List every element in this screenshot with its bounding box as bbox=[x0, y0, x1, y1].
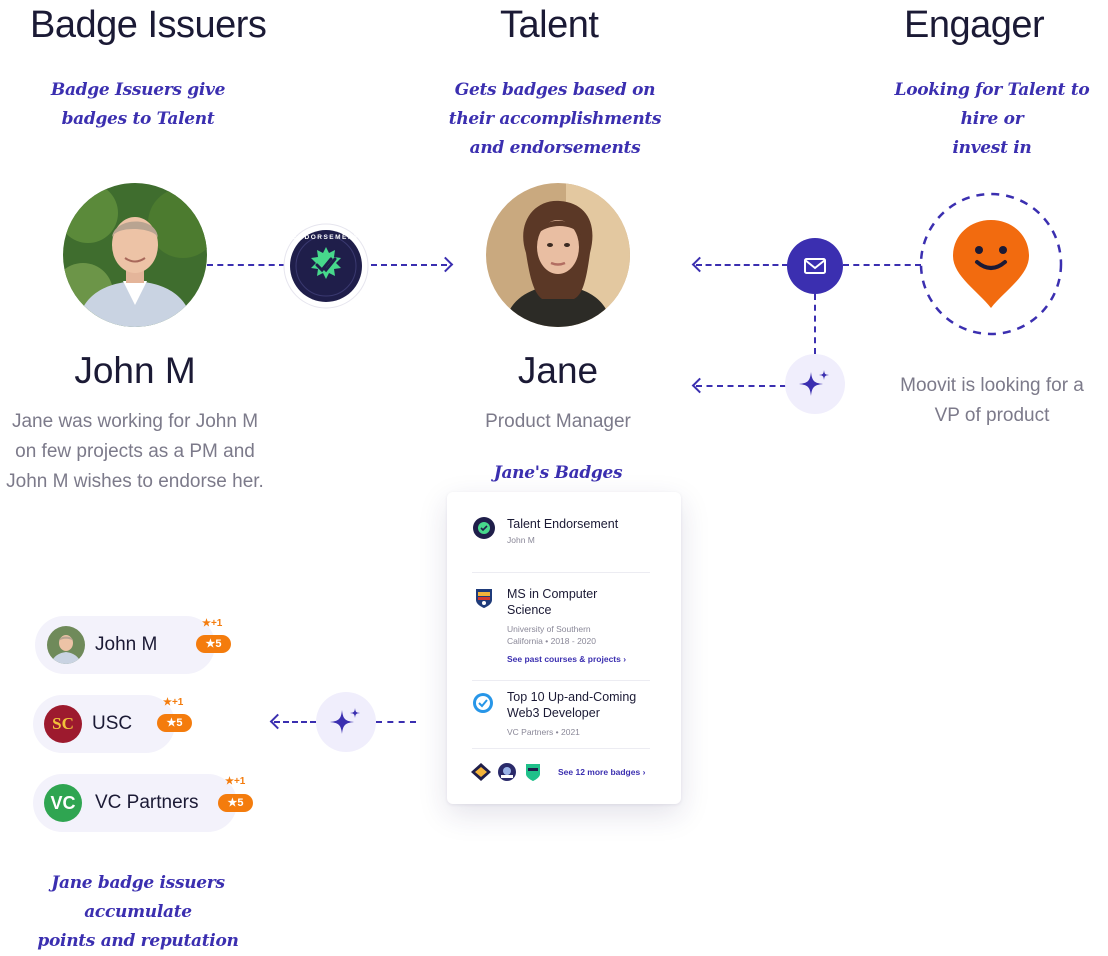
vc-logo: VC bbox=[44, 784, 82, 822]
issuer-name: John M bbox=[74, 350, 196, 391]
issuers-note: Badge Issuers give badges to Talent bbox=[50, 80, 226, 129]
usc-logo: SC bbox=[44, 705, 82, 743]
engager-note: Looking for Talent to hire or invest in bbox=[894, 80, 1090, 158]
badge-title: Top 10 Up-and-Coming Web3 Developer bbox=[507, 690, 637, 720]
points-value: 5 bbox=[176, 717, 183, 729]
mini-badge-icon bbox=[498, 763, 516, 781]
jane-avatar bbox=[486, 183, 630, 327]
mini-badge-icon bbox=[471, 763, 491, 781]
issuer-pill-usc[interactable]: SC USC bbox=[33, 695, 175, 753]
badge-item-endorsement[interactable]: Talent Endorsement John M bbox=[447, 492, 681, 572]
usc-logo-text: SC bbox=[52, 714, 74, 733]
connector-sparkle-to-jane bbox=[696, 385, 786, 387]
engager-description: Moovit is looking for a VP of product bbox=[900, 375, 1084, 426]
footer-note: Jane badge issuers accumulate points and… bbox=[37, 873, 239, 951]
smiley-pin-icon bbox=[953, 220, 1029, 308]
see-past-courses-link[interactable]: See past courses & projects › bbox=[507, 654, 627, 664]
envelope-icon bbox=[804, 258, 826, 274]
points-increment: ★+1 bbox=[225, 776, 245, 787]
connector-seal-to-jane bbox=[371, 264, 447, 266]
see-more-badges-link[interactable]: See 12 more badges › bbox=[558, 767, 646, 777]
vc-logo-text: VC bbox=[50, 793, 76, 813]
badges-card: Talent Endorsement John M MS in Computer… bbox=[447, 492, 681, 804]
verified-check-icon bbox=[473, 693, 493, 713]
sparkle-icon bbox=[799, 370, 829, 396]
talent-note: Gets badges based on their accomplishmen… bbox=[448, 80, 662, 158]
points-badge: ★5 bbox=[218, 794, 253, 812]
star-icon: ★ bbox=[227, 797, 238, 809]
badge-item-ms-cs[interactable]: MS in Computer Science University of Sou… bbox=[447, 574, 681, 680]
john-avatar bbox=[63, 183, 207, 327]
points-badge: ★5 bbox=[157, 714, 192, 732]
plus-label: +1 bbox=[171, 697, 184, 708]
star-icon: ★ bbox=[202, 618, 211, 629]
divider bbox=[472, 572, 650, 573]
issuer-pill-john[interactable]: John M bbox=[35, 616, 215, 674]
star-icon: ★ bbox=[163, 697, 172, 708]
points-value: 5 bbox=[215, 638, 222, 650]
star-icon: ★ bbox=[225, 776, 234, 787]
arrow-right-icon bbox=[437, 256, 454, 273]
badge-title: MS in Computer Science bbox=[507, 587, 598, 617]
plus-label: +1 bbox=[233, 776, 246, 787]
sparkle-button[interactable] bbox=[316, 692, 376, 752]
connector-email-to-sparkle bbox=[814, 294, 816, 354]
connector-card-to-sparkle bbox=[376, 721, 416, 723]
points-increment: ★+1 bbox=[163, 697, 183, 708]
plus-label: +1 bbox=[210, 618, 223, 629]
divider bbox=[472, 680, 650, 681]
points-badge: ★5 bbox=[196, 635, 231, 653]
issuer-pill-vc[interactable]: VC VC Partners bbox=[33, 774, 237, 832]
divider bbox=[472, 748, 650, 749]
email-button[interactable] bbox=[787, 238, 843, 294]
badge-issuer: University of Southern California • 2018… bbox=[507, 624, 596, 646]
talent-role: Product Manager bbox=[485, 411, 631, 432]
badge-issuers-title: Badge Issuers bbox=[30, 4, 267, 46]
arrow-left-icon bbox=[269, 713, 286, 730]
badge-title: Talent Endorsement bbox=[507, 517, 619, 531]
issuer-description: Jane was working for John M on few proje… bbox=[6, 411, 264, 492]
talent-name: Jane bbox=[517, 350, 599, 391]
badge-item-web3[interactable]: Top 10 Up-and-Coming Web3 Developer VC P… bbox=[447, 682, 681, 748]
endorsement-seal-text: ENDORSEMENT bbox=[292, 234, 360, 241]
points-value: 5 bbox=[237, 797, 244, 809]
badges-heading: Jane's Badges bbox=[493, 463, 623, 483]
connector-sparkle-to-pills bbox=[274, 721, 316, 723]
connector-engager-to-email bbox=[843, 264, 921, 266]
sparkle-icon bbox=[330, 708, 360, 734]
star-icon: ★ bbox=[205, 638, 216, 650]
mini-badge-icon bbox=[526, 764, 540, 781]
connector-john-to-seal bbox=[207, 264, 285, 266]
john-mini-avatar bbox=[47, 626, 85, 664]
pill-label: VC Partners bbox=[95, 792, 199, 813]
star-icon: ★ bbox=[166, 717, 177, 729]
endorsement-seal: ENDORSEMENT bbox=[283, 223, 369, 309]
sparkle-button[interactable] bbox=[785, 354, 845, 414]
pill-label: John M bbox=[95, 634, 158, 655]
endorsement-badge-icon bbox=[473, 517, 495, 539]
badge-issuer: John M bbox=[507, 535, 535, 545]
badge-issuer: VC Partners • 2021 bbox=[507, 727, 580, 737]
talent-title: Talent bbox=[500, 4, 599, 46]
engager-logo bbox=[919, 192, 1063, 336]
university-crest-icon bbox=[476, 589, 492, 608]
points-increment: ★+1 bbox=[202, 618, 222, 629]
engager-title: Engager bbox=[904, 4, 1045, 46]
pill-label: USC bbox=[92, 713, 133, 734]
connector-email-to-jane bbox=[696, 264, 788, 266]
